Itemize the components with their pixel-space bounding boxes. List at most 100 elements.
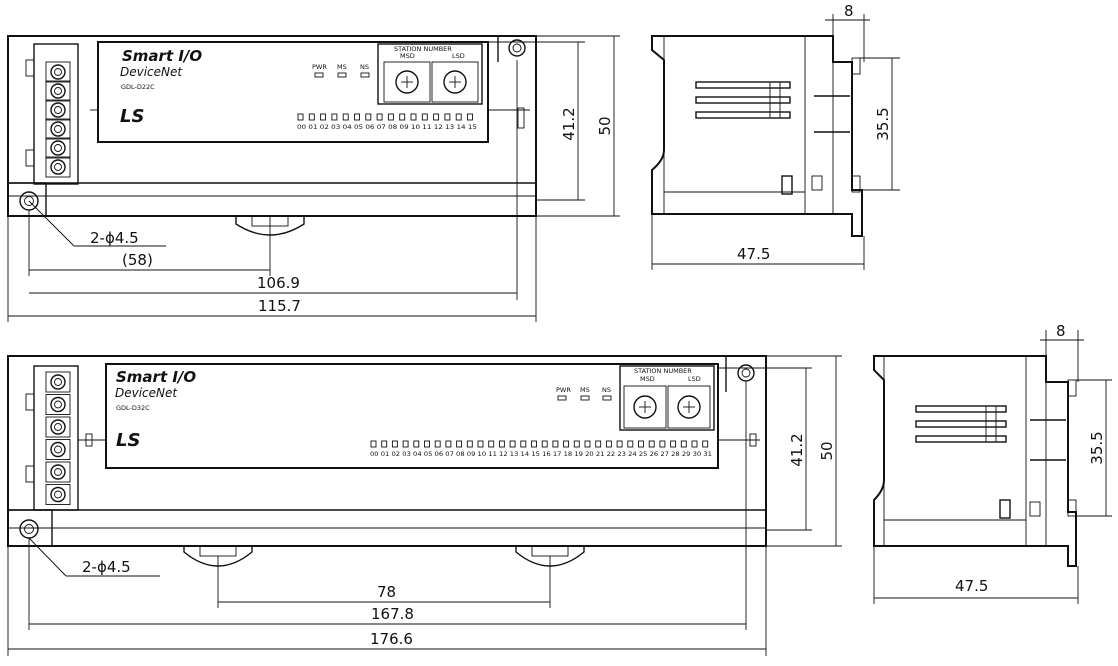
top-ear-left [7, 182, 47, 217]
top-side-dimensions: 8 35.5 47.5 [651, 2, 900, 270]
bottom-channel-leds [370, 440, 709, 448]
top-terminal-block [33, 43, 79, 185]
channel-led [509, 440, 516, 448]
screw-icon [50, 159, 66, 175]
top-front-view: Smart I/O DeviceNet GDL-D22C LS PWR MS N… [7, 35, 537, 276]
channel-led [498, 440, 505, 448]
bottom-dimensions: 2-ϕ4.5 78 167.8 176.6 41.2 50 [7, 355, 842, 656]
terminal-slot [45, 61, 71, 83]
terminal-slot [45, 439, 71, 460]
bottom-side-slot-2 [915, 420, 1007, 428]
top-side-slot-3 [695, 111, 791, 119]
bottom-msd-rotary-switch [633, 395, 657, 419]
bottom-mount-hole-right [737, 364, 755, 382]
channel-led [627, 440, 634, 448]
top-side-dim-8: 8 [844, 2, 854, 20]
svg-text:PWR: PWR [312, 63, 327, 71]
bottom-dim-176-6: 176.6 [370, 630, 413, 648]
bottom-station-label: STATION NUMBER [634, 367, 692, 375]
bottom-side-view [873, 355, 1077, 567]
channel-led [702, 440, 709, 448]
bottom-station-box [619, 365, 715, 431]
channel-led [595, 440, 602, 448]
svg-text:LSD: LSD [688, 375, 701, 383]
terminal-slot [45, 99, 71, 121]
screw-icon [50, 464, 66, 480]
channel-led [648, 440, 655, 448]
channel-led [402, 440, 409, 448]
screw-icon [50, 140, 66, 156]
screw-icon [50, 83, 66, 99]
top-hole-label: 2-ϕ4.5 [90, 229, 139, 247]
bottom-front-view: Smart I/O DeviceNet GDL-D32C LS PWR MS N… [7, 355, 767, 567]
channel-led [399, 113, 406, 121]
bottom-side-dim-47-5: 47.5 [955, 577, 988, 595]
channel-led [387, 113, 394, 121]
channel-led [424, 440, 430, 448]
screw-icon [50, 486, 66, 503]
terminal-slot [45, 137, 71, 159]
bottom-channel-numbers: 00 01 02 03 04 05 06 07 08 09 10 11 12 1… [370, 450, 712, 458]
svg-text:MSD: MSD [400, 52, 415, 60]
channel-led [670, 440, 677, 448]
channel-led [410, 113, 417, 121]
bottom-lsd-rotary-switch [677, 395, 701, 419]
channel-led [354, 113, 360, 121]
channel-led [584, 440, 591, 448]
top-side-dim-47-5: 47.5 [737, 245, 770, 263]
channel-led [433, 113, 440, 121]
terminal-slot [45, 416, 71, 438]
top-dim-115-7: 115.7 [258, 297, 301, 315]
channel-led [455, 113, 462, 121]
bottom-dim-167-8: 167.8 [371, 605, 414, 623]
bottom-terminal-block [33, 365, 79, 511]
channel-led [421, 113, 428, 121]
channel-led [456, 440, 463, 448]
top-station-box [377, 43, 483, 105]
svg-text:PWR: PWR [556, 386, 571, 394]
top-dim-58: (58) [122, 251, 153, 269]
channel-led [376, 113, 383, 121]
channel-led [308, 113, 315, 121]
svg-text:LSD: LSD [452, 52, 465, 60]
channel-led [691, 440, 698, 448]
top-dim-106-9: 106.9 [257, 274, 300, 292]
channel-led [391, 440, 398, 448]
channel-led [531, 440, 537, 448]
top-ls-logo: LS [120, 106, 144, 127]
top-label-panel [97, 41, 489, 143]
terminal-slot [45, 156, 71, 178]
terminal-slot [45, 80, 71, 102]
screw-icon [50, 396, 66, 413]
top-side-dim-35-5: 35.5 [874, 107, 892, 140]
screw-icon [50, 64, 66, 80]
terminal-slot [45, 371, 71, 393]
terminal-slot [45, 394, 71, 415]
channel-led [331, 113, 338, 121]
channel-led [365, 113, 372, 121]
channel-led [488, 440, 495, 448]
top-channel-numbers: 00 01 02 03 04 05 06 07 08 09 10 11 12 1… [297, 123, 477, 131]
channel-led [477, 440, 484, 448]
top-dim-50: 50 [596, 116, 614, 135]
channel-led [605, 440, 612, 448]
bottom-mount-hole-left [19, 519, 39, 539]
top-dimensions: 2-ϕ4.5 (58) 106.9 115.7 41.2 50 [7, 35, 620, 322]
channel-led [434, 440, 441, 448]
channel-led [445, 440, 452, 448]
svg-text:MS: MS [337, 63, 347, 71]
bottom-terminal-screws [45, 371, 71, 505]
channel-led [444, 113, 451, 121]
bottom-brand-network: DeviceNet [115, 386, 178, 400]
channel-led [541, 440, 548, 448]
bottom-dim-41-2: 41.2 [788, 433, 806, 466]
channel-led [381, 440, 388, 448]
channel-led [467, 113, 473, 121]
terminal-slot [45, 461, 71, 483]
top-channel-leds [297, 113, 473, 121]
top-dim-41-2: 41.2 [560, 107, 578, 140]
bottom-side-slot-3 [915, 435, 1007, 443]
bottom-side-dimensions: 8 35.5 47.5 [873, 322, 1112, 604]
